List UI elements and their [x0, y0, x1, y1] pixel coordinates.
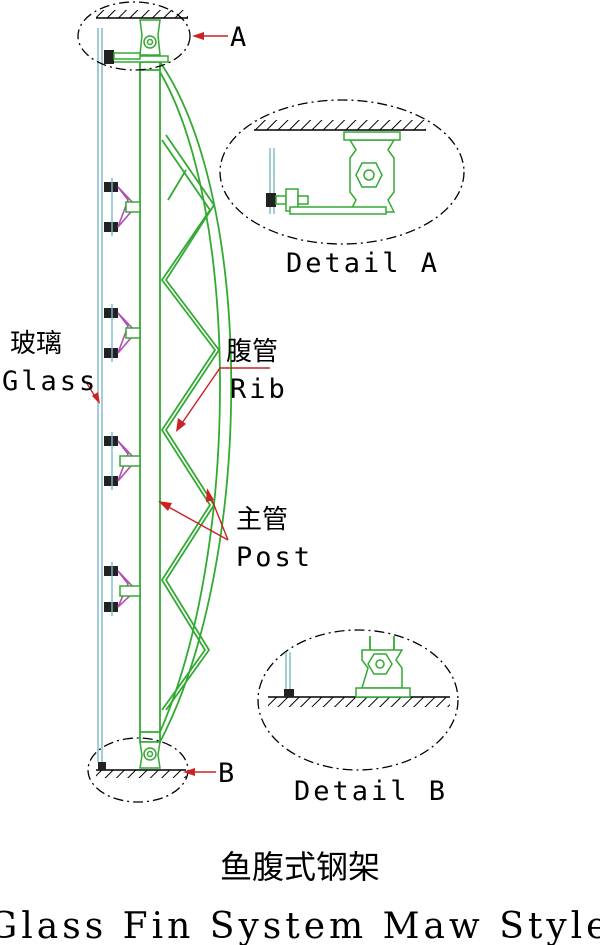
post-label-cn: 主管	[236, 505, 288, 535]
detail-b-marker: B	[218, 758, 237, 789]
spider-fitting-4	[104, 562, 141, 616]
leader-lines	[85, 32, 270, 776]
spider-fitting-3	[104, 432, 141, 490]
spider-fitting-1	[104, 178, 141, 236]
bottom-bracket	[139, 741, 161, 769]
rib-label-cn: 腹管	[226, 337, 278, 367]
detail-a-marker: A	[230, 22, 249, 53]
top-glass-clamp	[104, 50, 141, 64]
spider-fitting-2	[104, 304, 141, 362]
belly-chord	[159, 61, 233, 743]
title-en: Glass Fin System Maw Style	[0, 906, 600, 945]
glass-label-cn: 玻璃	[10, 329, 62, 359]
main-post	[139, 61, 161, 743]
title-cn: 鱼腹式钢架	[220, 848, 380, 886]
rib-label-en: Rib	[230, 374, 288, 405]
detail-a	[219, 99, 465, 245]
glass-label-en: Glass	[2, 366, 98, 397]
detail-b-circle	[87, 737, 189, 803]
rib-zigzag	[160, 134, 221, 711]
detail-a-caption: Detail A	[286, 248, 440, 279]
detail-b-caption: Detail B	[294, 776, 448, 807]
main-elevation	[77, 1, 233, 803]
floor-hatch	[96, 770, 186, 778]
detail-a-circle	[77, 1, 191, 71]
bottom-glass-clamp	[98, 762, 106, 770]
glass-pane	[97, 28, 103, 762]
ceiling-hatch	[96, 10, 188, 18]
detail-b	[257, 629, 459, 771]
post-label-en: Post	[236, 542, 313, 573]
